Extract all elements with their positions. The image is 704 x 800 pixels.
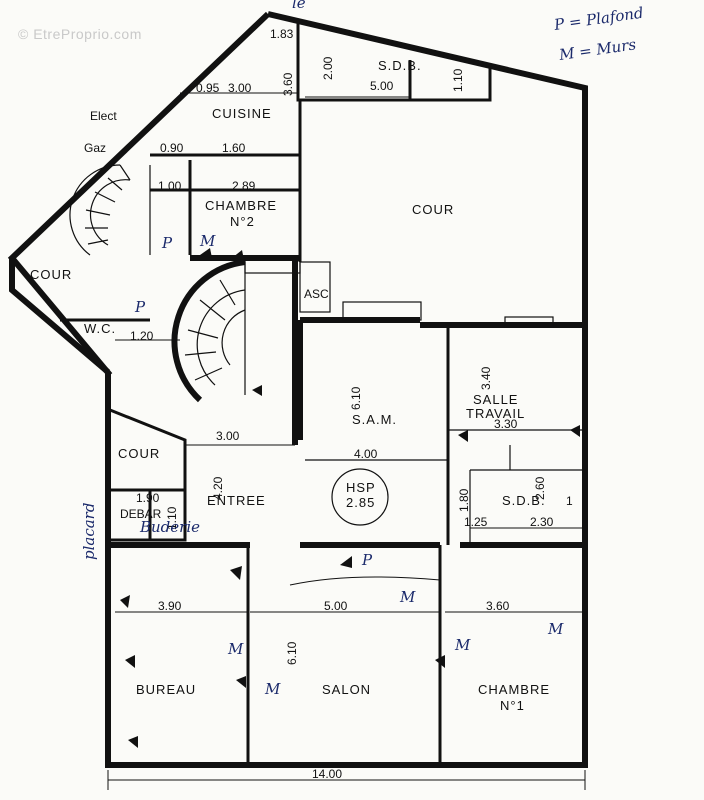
- annot-m2: M: [399, 588, 416, 606]
- label-chambre1-2: N°1: [500, 698, 525, 713]
- annot-p1: P: [161, 234, 173, 252]
- dim-610-sam: 6.10: [349, 386, 363, 410]
- dim-125: 1.25: [464, 515, 488, 529]
- dim-420: 4.20: [211, 476, 225, 500]
- dim-183: 1.83: [270, 27, 294, 41]
- dim-200: 2.00: [321, 56, 335, 80]
- label-hsp: HSP: [346, 480, 376, 495]
- dim-340: 3.40: [479, 366, 493, 390]
- legend-scribble: le: [292, 0, 306, 12]
- dim-610-salon: 6.10: [285, 641, 299, 665]
- label-debar: DEBAR: [120, 507, 162, 521]
- dim-190: 1.90: [136, 491, 160, 505]
- dim-230: 2.30: [530, 515, 554, 529]
- annot-buderie: Buderie: [139, 518, 200, 536]
- label-sdb-right: S.D.B.: [502, 493, 546, 508]
- label-bureau: BUREAU: [136, 682, 196, 697]
- label-entree: ENTREE: [207, 493, 266, 508]
- dim-100: 1.00: [158, 179, 182, 193]
- dim-110-top: 1.10: [451, 68, 465, 92]
- label-sam: S.A.M.: [352, 412, 397, 427]
- annot-p2: P: [134, 298, 146, 316]
- label-cour-small: COUR: [118, 446, 160, 461]
- annot-m6: M: [264, 680, 281, 698]
- dim-360-ch1: 3.60: [486, 599, 510, 613]
- dim-289: 2.89: [232, 179, 256, 193]
- outer-walls: [7, 11, 588, 768]
- dim-160: 1.60: [222, 141, 246, 155]
- spiral-staircase-center: [171, 259, 246, 403]
- dim-300-entree: 3.00: [216, 429, 240, 443]
- label-gaz: Gaz: [84, 141, 106, 155]
- room-labels: CUISINE CHAMBRE N°2 S.D.B. COUR COUR COU…: [30, 58, 550, 713]
- label-wc: W.C.: [84, 321, 116, 336]
- label-elect: Elect: [90, 109, 117, 123]
- label-chambre2-1: CHAMBRE: [205, 198, 277, 213]
- dim-330: 3.30: [494, 417, 518, 431]
- dim-1400: 14.00: [312, 767, 342, 781]
- dim-400: 4.00: [354, 447, 378, 461]
- label-hsp-value: 2.85: [346, 495, 375, 510]
- dimension-labels: 1.83 2.00 5.00 1.10 0.95 3.00 3.60 0.90 …: [130, 27, 573, 781]
- annot-p3: P: [361, 551, 373, 569]
- dim-090: 0.90: [160, 141, 184, 155]
- legend-murs: M = Murs: [557, 35, 637, 64]
- dim-260: 2.60: [533, 476, 547, 500]
- dimension-lines: [107, 92, 586, 790]
- label-salle-travail-2: TRAVAIL: [466, 406, 525, 421]
- annot-placard: placard: [80, 503, 98, 560]
- annot-m3: M: [227, 640, 244, 658]
- legend-plafond: P = Plafond: [552, 4, 645, 34]
- dim-390: 3.90: [158, 599, 182, 613]
- dim-500-salon: 5.00: [324, 599, 348, 613]
- label-cuisine: CUISINE: [212, 106, 272, 121]
- spiral-staircase-left: [69, 164, 151, 256]
- dim-360: 3.60: [281, 72, 295, 96]
- dim-095: 0.95: [196, 81, 220, 95]
- electrical-symbols: [120, 248, 580, 748]
- label-sdb-top: S.D.B.: [378, 58, 422, 73]
- dim-110-debar: 1.10: [165, 506, 179, 530]
- label-chambre2-2: N°2: [230, 214, 255, 229]
- annot-m4: M: [454, 636, 471, 654]
- label-asc: ASC: [304, 287, 329, 301]
- annot-m1: M: [199, 232, 216, 250]
- label-salon: SALON: [322, 682, 371, 697]
- dim-180: 1.80: [457, 488, 471, 512]
- dim-120: 1.20: [130, 329, 154, 343]
- label-cour-big: COUR: [412, 202, 454, 217]
- label-cour-left: COUR: [30, 267, 72, 282]
- dim-1: 1: [566, 494, 573, 508]
- annot-m5: M: [547, 620, 564, 638]
- watermark: © EtreProprio.com: [18, 26, 142, 42]
- label-chambre1-1: CHAMBRE: [478, 682, 550, 697]
- dim-500: 5.00: [370, 79, 394, 93]
- hsp-circle: [331, 468, 389, 526]
- label-salle-travail-1: SALLE: [473, 392, 518, 407]
- handwritten-annotations: P = Plafond M = Murs le P P P M M M M M …: [80, 0, 645, 698]
- dim-300-kitchen: 3.00: [228, 81, 252, 95]
